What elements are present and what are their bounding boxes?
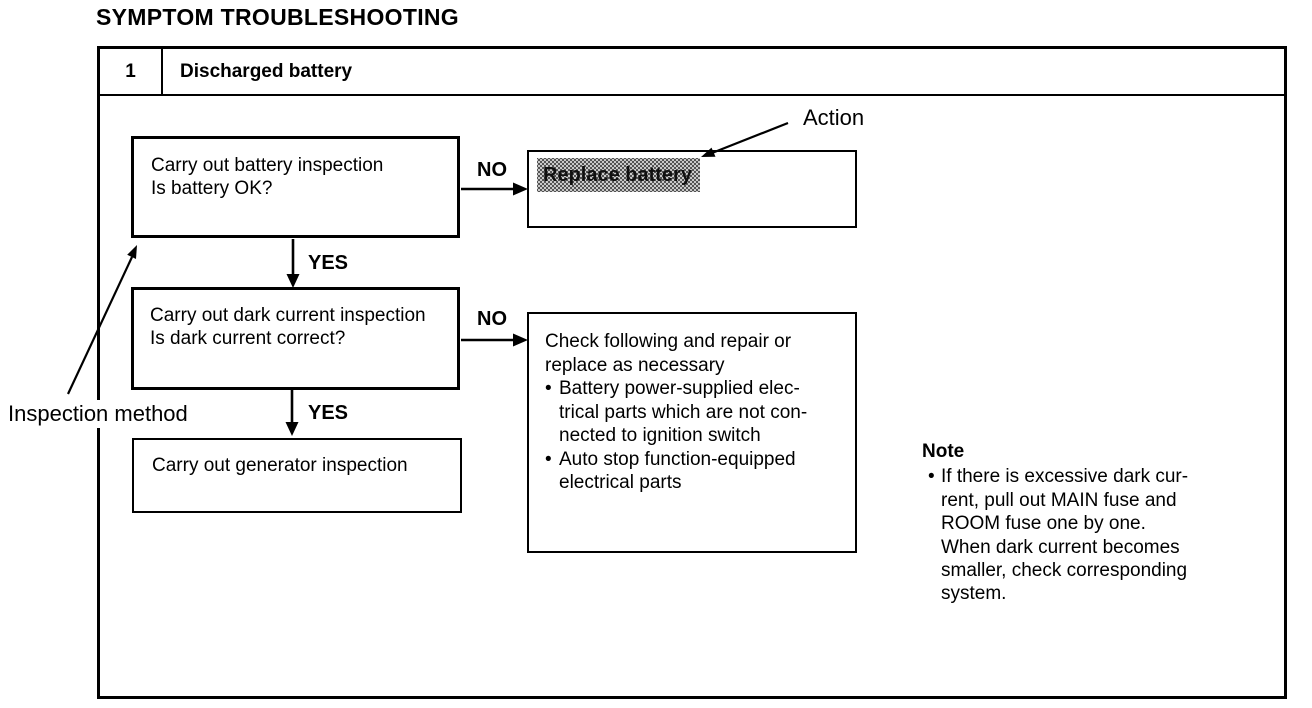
box-text-line: nected to ignition switch [559,425,761,446]
box-text-line: electrical parts [559,472,682,493]
box-text-line: Carry out battery inspection [151,155,384,176]
box-text-line: Is battery OK? [151,178,273,199]
note-bullet-item: • If there is excessive dark cur- rent, … [920,465,1238,605]
box-text-line: Auto stop function-equipped [559,448,796,470]
connector-label-no-dark-current: NO [477,308,507,330]
box-text-line: Battery power-supplied elec- [559,378,800,399]
flow-box-check-and-repair: Check following and repair or replace as… [527,312,857,553]
bullet-item: • Battery power-supplied elec- trical pa… [545,377,849,448]
note-text-line: smaller, check corresponding [941,560,1188,582]
box-text-line: Is dark current correct? [150,328,346,349]
note-block: Note • If there is excessive dark cur- r… [920,440,1238,606]
note-text-line: system. [941,583,1007,605]
note-text-line: rent, pull out MAIN fuse and [941,489,1177,511]
action-callout-label: Action [803,105,865,130]
symptom-title: Discharged battery [180,60,353,82]
highlighted-action-text: Replace battery [537,158,700,192]
symptom-header-row: 1 Discharged battery [100,49,1284,96]
note-text-line: When dark current becomes [941,536,1180,558]
connector-label-yes-battery: YES [308,252,349,274]
box-text-line: Carry out generator inspection [152,455,408,476]
symptom-number: 1 [100,49,163,94]
bullet-text: Battery power-supplied elec- trical part… [559,377,849,448]
flow-box-dark-current-inspection: Carry out dark current inspection Is dar… [131,287,460,390]
box-text-line: trical parts which are not con- [559,401,808,423]
page-title: SYMPTOM TROUBLESHOOTING [96,4,459,30]
note-title: Note [922,441,965,462]
box-text-line: Carry out dark current inspection [150,305,426,326]
bullet-item: • Auto stop function-equipped electrical… [545,448,849,495]
bullet-icon: • [545,378,552,399]
flow-box-battery-inspection: Carry out battery inspection Is battery … [131,136,460,238]
note-text-line: ROOM fuse one by one. [941,513,1146,535]
note-text: If there is excessive dark cur- rent, pu… [941,465,1238,605]
connector-label-no-battery: NO [477,159,507,181]
connector-label-yes-dark-current: YES [308,402,349,424]
bullet-icon: • [545,448,552,470]
bullet-icon: • [928,466,935,488]
box-text-line: replace as necessary [545,354,725,376]
bullet-text: Auto stop function-equipped electrical p… [559,448,849,495]
note-text-line: If there is excessive dark cur- [941,466,1189,488]
flow-box-generator-inspection: Carry out generator inspection [132,438,462,513]
inspection-method-callout-label: Inspection method [5,400,191,428]
box-text-line: Check following and repair or [545,331,792,352]
flow-box-replace-battery: Replace battery [527,150,857,228]
